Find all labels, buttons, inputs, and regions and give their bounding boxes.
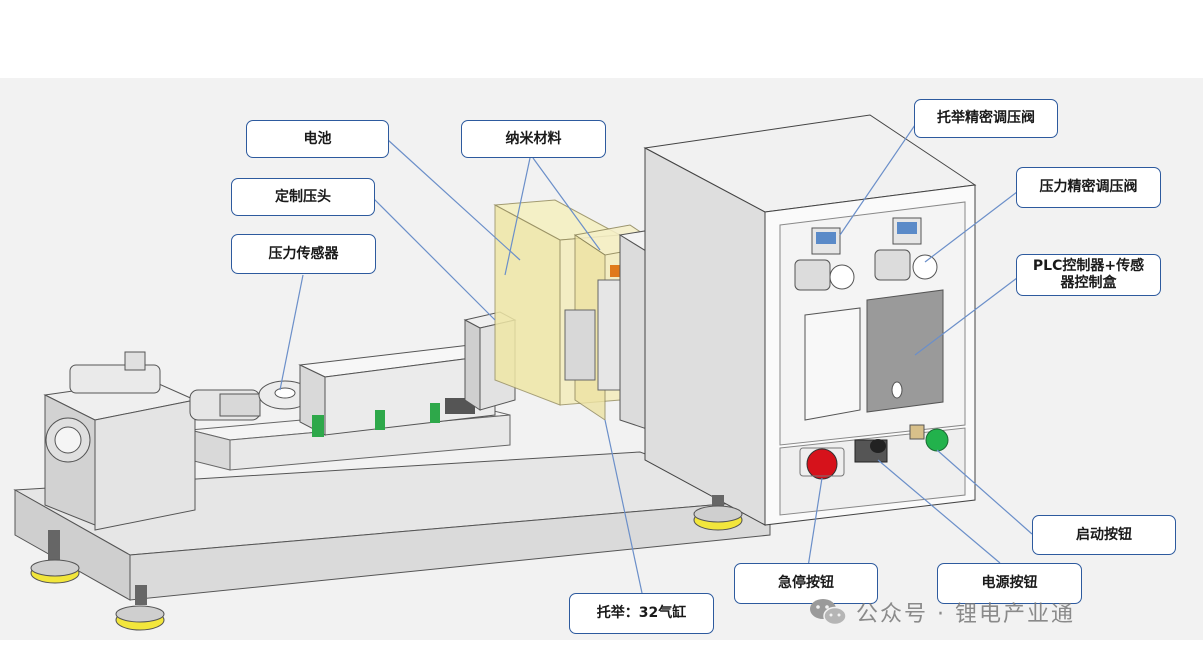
sliding-carriage — [298, 344, 497, 437]
base-plate — [13, 451, 771, 601]
emergency-stop-icon — [806, 448, 838, 480]
sensor-assembly — [189, 380, 312, 421]
watermark-text: 公众号 · 锂电产业通 — [856, 602, 1075, 627]
cylinder-block — [43, 351, 197, 531]
label-lift-valve: 托举精密调压阀 — [914, 99, 1058, 138]
label-pressure-sensor: 压力传感器 — [231, 234, 376, 274]
plc-window-left — [804, 307, 861, 421]
label-battery: 电池 — [246, 120, 389, 158]
leader-lines — [279, 124, 1033, 594]
label-plc-box: PLC控制器+传感器控制盒 — [1016, 254, 1161, 296]
label-nano-material: 纳米材料 — [461, 120, 606, 158]
leveling-feet — [30, 495, 743, 631]
label-start-button: 启动按钮 — [1032, 515, 1176, 555]
label-power-button: 电源按钮 — [937, 563, 1082, 604]
label-estop-button: 急停按钮 — [734, 563, 878, 604]
label-pressure-valve: 压力精密调压阀 — [1016, 167, 1161, 208]
label-custom-head: 定制压头 — [231, 178, 375, 216]
wechat-icon — [810, 599, 847, 626]
label-lift-cylinder: 托举：32气缸 — [569, 593, 714, 634]
watermark: 公众号 · 锂电产业通 — [808, 592, 1075, 632]
plc-window-right — [866, 289, 944, 413]
control-cabinet — [643, 114, 977, 526]
start-button-icon — [925, 428, 949, 452]
